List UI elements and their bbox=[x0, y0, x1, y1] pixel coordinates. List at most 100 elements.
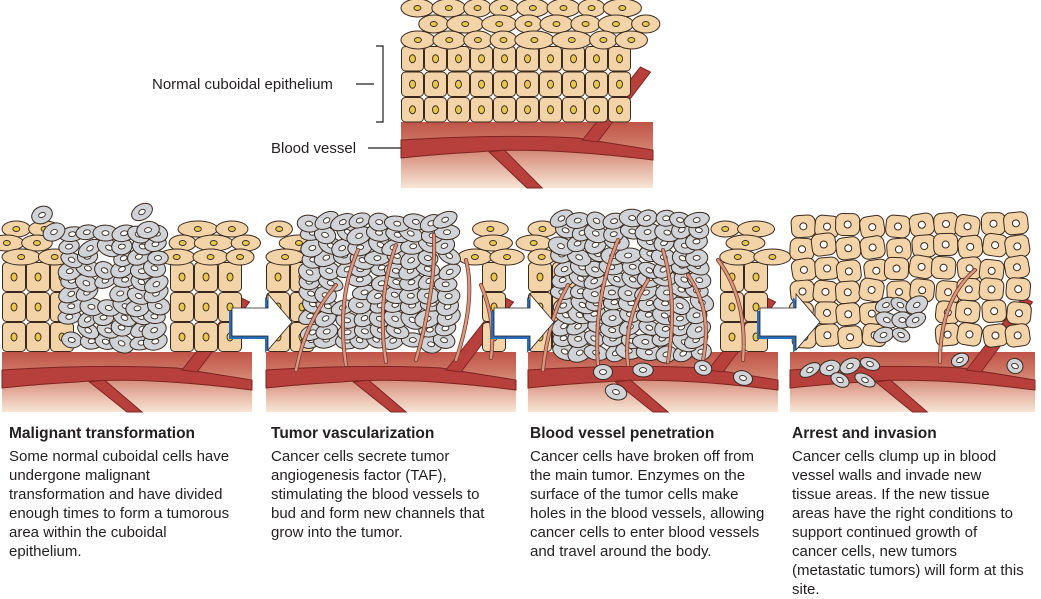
progression-arrows bbox=[229, 292, 821, 353]
cell-nucleus bbox=[1012, 263, 1021, 272]
cell-nucleus bbox=[547, 54, 554, 64]
cell-nucleus bbox=[294, 240, 303, 246]
cancer-cell-nucleus bbox=[99, 314, 108, 321]
cancer-cell-nucleus bbox=[65, 314, 74, 320]
cancer-cell-nucleus bbox=[407, 230, 415, 237]
cell-nucleus bbox=[964, 285, 973, 294]
cancer-cell-nucleus bbox=[308, 245, 317, 251]
vessel-sprout bbox=[381, 243, 398, 364]
cell-nucleus bbox=[524, 21, 533, 27]
cancer-cell-nucleus bbox=[694, 227, 703, 234]
stage-panel-blood-vessel-penetration bbox=[515, 208, 792, 413]
cell-nucleus bbox=[965, 330, 974, 339]
cell-nucleus bbox=[570, 54, 577, 64]
cell-nucleus bbox=[33, 240, 41, 246]
cell-nucleus bbox=[611, 21, 620, 27]
cancer-cell-nucleus bbox=[339, 219, 347, 226]
cancer-cell-nucleus bbox=[866, 361, 874, 367]
cancer-cell-nucleus bbox=[100, 267, 109, 274]
cancer-cell-nucleus bbox=[1011, 362, 1019, 370]
cell-nucleus bbox=[524, 105, 531, 115]
cancer-cell-nucleus bbox=[628, 215, 637, 221]
cell-nucleus bbox=[821, 287, 830, 296]
cancer-cell-nucleus bbox=[641, 339, 650, 345]
cancer-cell-nucleus bbox=[896, 301, 905, 309]
blood-vessel-branch bbox=[88, 379, 144, 413]
caption-arrest-and-invasion: Arrest and invasion Cancer cells clump u… bbox=[792, 424, 1041, 599]
cancer-cell-nucleus bbox=[84, 316, 92, 323]
cell-nucleus bbox=[241, 240, 250, 246]
stage-title: Arrest and invasion bbox=[792, 425, 937, 442]
cell-nucleus bbox=[752, 302, 760, 312]
cell-nucleus bbox=[944, 288, 953, 297]
cell-nucleus bbox=[616, 54, 623, 64]
cancer-cell-nucleus bbox=[119, 255, 128, 262]
cancer-cell-nucleus bbox=[360, 289, 369, 296]
caption-tumor-vascularization: Tumor vascularization Cancer cells secre… bbox=[271, 424, 526, 542]
stage-title: Tumor vascularization bbox=[271, 425, 435, 442]
cancer-cell-nucleus bbox=[645, 267, 654, 274]
cell-nucleus bbox=[281, 254, 290, 260]
cancer-cell-nucleus bbox=[676, 302, 684, 310]
cancer-cell-nucleus bbox=[846, 362, 854, 370]
cancer-cell-nucleus bbox=[643, 229, 652, 235]
cell-nucleus bbox=[939, 263, 948, 272]
cancer-cell-nucleus bbox=[120, 314, 129, 321]
cancer-cell-nucleus bbox=[116, 290, 125, 297]
cancer-cell-nucleus bbox=[644, 311, 653, 318]
cancer-cell-nucleus bbox=[558, 277, 567, 283]
caption-malignant-transformation: Malignant transformation Some normal cub… bbox=[9, 424, 264, 561]
cell-nucleus bbox=[34, 332, 42, 342]
cancer-cell-nucleus bbox=[574, 323, 582, 330]
cancer-cell-nucleus bbox=[557, 243, 565, 250]
cell-nucleus bbox=[536, 272, 544, 282]
cancer-cell-nucleus bbox=[86, 245, 94, 252]
right-arrow-icon bbox=[759, 292, 821, 352]
cell-nucleus bbox=[499, 37, 508, 43]
cell-nucleus bbox=[867, 309, 876, 318]
cell-nucleus bbox=[587, 5, 596, 11]
cancer-cell-nucleus bbox=[912, 301, 921, 309]
cancer-cell-nucleus bbox=[739, 375, 747, 381]
cancer-cell-nucleus bbox=[694, 326, 703, 333]
cancer-cell-nucleus bbox=[661, 300, 670, 307]
cancer-cell-nucleus bbox=[104, 305, 113, 311]
cell-nucleus bbox=[965, 264, 974, 273]
cancer-cell-nucleus bbox=[427, 341, 436, 348]
cancer-cell-nucleus bbox=[393, 220, 402, 227]
cancer-cell-nucleus bbox=[692, 238, 701, 245]
epithelium-bracket bbox=[376, 45, 384, 123]
cell-nucleus bbox=[966, 242, 975, 251]
cell-nucleus bbox=[524, 54, 531, 64]
vessel-sprout bbox=[716, 258, 745, 362]
cancer-cell-nucleus bbox=[624, 290, 633, 296]
cancer-cell-nucleus bbox=[306, 312, 314, 320]
cancer-cell-nucleus bbox=[374, 292, 382, 299]
cell-nucleus bbox=[226, 272, 234, 282]
cancer-cell-nucleus bbox=[898, 317, 907, 323]
cancer-cell-nucleus bbox=[441, 216, 449, 223]
cell-nucleus bbox=[894, 245, 903, 254]
cell-nucleus bbox=[473, 37, 482, 43]
cell-nucleus bbox=[843, 220, 852, 229]
stage-description: Cancer cells secrete tumor angiogenesis … bbox=[271, 448, 485, 541]
cancer-cell-nucleus bbox=[882, 301, 890, 309]
cell-nucleus bbox=[275, 226, 284, 232]
cancer-cell-nucleus bbox=[117, 340, 126, 347]
vessel-sprout bbox=[454, 258, 471, 362]
cell-nucleus bbox=[455, 105, 462, 115]
cell-nucleus bbox=[10, 302, 18, 312]
cancer-cell-nucleus bbox=[391, 315, 399, 322]
cell-nucleus bbox=[478, 54, 485, 64]
cancer-cell-nucleus bbox=[118, 266, 126, 273]
cell-nucleus bbox=[206, 254, 215, 260]
cell-nucleus bbox=[823, 331, 832, 340]
cell-nucleus bbox=[178, 332, 186, 342]
cell-nucleus bbox=[432, 54, 439, 64]
cell-nucleus bbox=[1014, 285, 1023, 294]
cell-nucleus bbox=[529, 240, 538, 246]
top-panel-normal-tissue bbox=[400, 0, 661, 189]
cell-nucleus bbox=[501, 54, 508, 64]
cell-nucleus bbox=[844, 244, 853, 253]
cancer-cell-nucleus bbox=[661, 325, 670, 332]
